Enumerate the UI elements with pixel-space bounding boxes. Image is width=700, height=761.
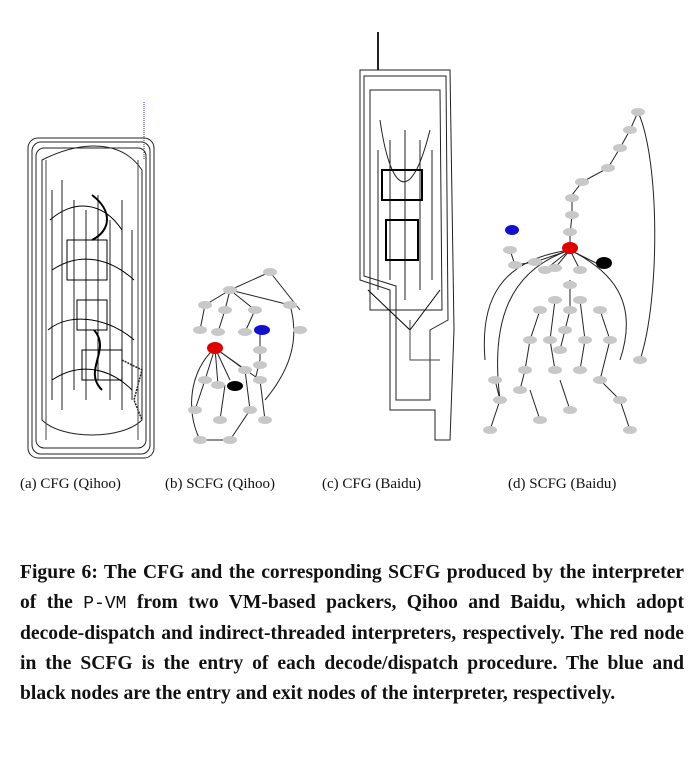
subcaption-b: (b) SCFG (Qihoo)	[165, 476, 276, 492]
scfg-baidu-graph	[470, 100, 670, 460]
figure-label: Figure 6:	[20, 561, 98, 583]
scfg-qihoo-graph	[170, 260, 320, 460]
subcaption-c: (c) CFG (Baidu)	[322, 476, 422, 492]
subcaption-a: (a) CFG (Qihoo)	[20, 476, 121, 492]
caption-text-after: from two VM-based packers, Qihoo and Bai…	[20, 591, 685, 704]
cfg-baidu-graph	[350, 30, 460, 460]
caption-code: P-VM	[83, 593, 127, 614]
cfg-qihoo-graph	[22, 100, 162, 460]
figure-caption: Figure 6: The CFG and the corresponding …	[20, 558, 684, 709]
caption-text-before: The CFG and the corresponding SCFG produ…	[20, 561, 684, 613]
subcaption-d: (d) SCFG (Baidu)	[508, 476, 617, 492]
